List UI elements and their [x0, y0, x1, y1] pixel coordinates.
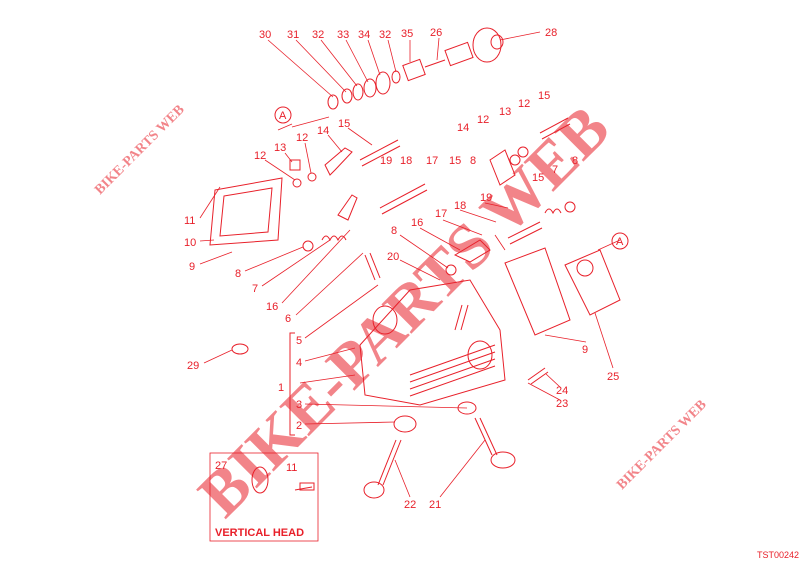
callout: 17 — [435, 208, 447, 220]
callout: 14 — [457, 122, 469, 134]
callout: 15 — [449, 155, 461, 167]
parts-drawing — [209, 27, 621, 499]
callout: 19 — [480, 192, 492, 204]
reference-mark-a-left: A — [274, 106, 293, 131]
callout: 34 — [358, 29, 370, 41]
callout: 2 — [296, 420, 302, 432]
callout: 18 — [454, 200, 466, 212]
reference-letter: A — [279, 110, 287, 122]
callout: 11 — [184, 215, 195, 227]
callout: 35 — [401, 28, 413, 40]
callout: 8 — [572, 155, 578, 167]
callout: 4 — [296, 357, 302, 369]
reference-mark-a-right: A — [611, 232, 629, 250]
callout: 8 — [470, 155, 476, 167]
callout: 24 — [556, 385, 568, 397]
callout: 15 — [532, 172, 544, 184]
callout: 12 — [518, 98, 530, 110]
callout: 12 — [254, 150, 266, 162]
callout: 19 — [380, 155, 392, 167]
callout: 13 — [499, 106, 511, 118]
drawing-code: TST00242 — [757, 550, 799, 560]
callout: 30 — [259, 29, 271, 41]
callout: 28 — [545, 27, 557, 39]
watermark-small-left: BIKE-PARTS WEB — [92, 102, 187, 197]
callout: 16 — [411, 217, 423, 229]
callout: 12 — [296, 132, 308, 144]
inset-title: VERTICAL HEAD — [215, 527, 304, 539]
callout: 7 — [252, 283, 258, 295]
callout: 3 — [296, 399, 302, 411]
callout: 31 — [287, 29, 299, 41]
callout: 9 — [189, 261, 195, 273]
callout: 12 — [477, 114, 489, 126]
callout: 17 — [426, 155, 438, 167]
leader-lines — [199, 31, 621, 498]
callout: 14 — [317, 125, 329, 137]
callout: 22 — [404, 499, 416, 511]
callout: 32 — [312, 29, 324, 41]
watermark-small-right: BIKE-PARTS WEB — [614, 397, 709, 492]
callout: 15 — [538, 90, 550, 102]
callout: 6 — [285, 313, 291, 325]
vertical-head-inset: VERTICAL HEAD — [209, 452, 319, 542]
callout: 21 — [429, 499, 441, 511]
callout: 9 — [582, 344, 588, 356]
callout: 8 — [391, 225, 397, 237]
callout: 32 — [379, 29, 391, 41]
callout: 10 — [184, 237, 196, 249]
callout: 15 — [338, 118, 350, 130]
callout: 29 — [187, 360, 199, 372]
callout: 11 — [286, 462, 297, 474]
callout: 8 — [235, 268, 241, 280]
callout: 33 — [337, 29, 349, 41]
callout: 26 — [430, 27, 442, 39]
callout: 25 — [607, 371, 619, 383]
callout: 20 — [387, 251, 399, 263]
callout-labels: 30 31 32 33 34 32 35 26 28 15 14 13 12 1… — [184, 27, 619, 511]
callout: 18 — [400, 155, 412, 167]
callout: 27 — [215, 460, 227, 472]
callout: 13 — [274, 142, 286, 154]
callout: 23 — [556, 398, 568, 410]
callout: 1 — [278, 382, 284, 394]
callout: 5 — [296, 335, 302, 347]
callout: 7 — [552, 164, 558, 176]
callout: 16 — [266, 301, 278, 313]
reference-letter: A — [616, 236, 624, 248]
